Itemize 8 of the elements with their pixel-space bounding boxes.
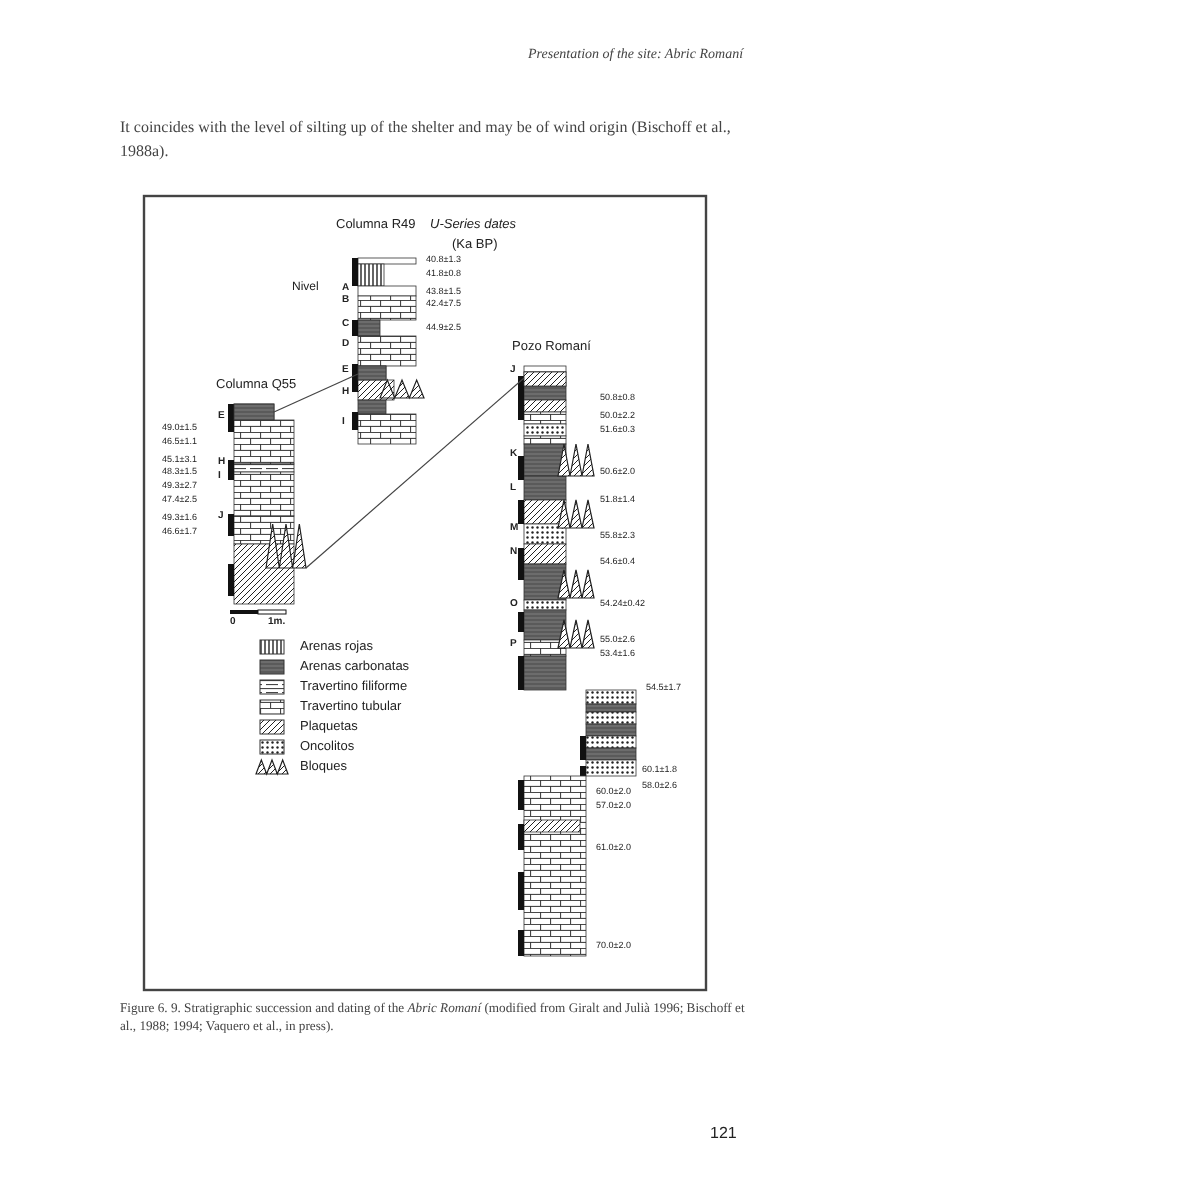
layer-band [357, 365, 387, 381]
correlation-line [305, 377, 525, 569]
body-paragraph: It coincides with the level of silting up of the shelter and may be of wind origin (Bischoff et al., 1988a). [120, 116, 733, 163]
correlation-line [273, 373, 359, 413]
block-lens [265, 523, 307, 569]
layer-band [233, 403, 275, 421]
layer-band [523, 371, 567, 387]
page-number: 121 [710, 1126, 737, 1144]
